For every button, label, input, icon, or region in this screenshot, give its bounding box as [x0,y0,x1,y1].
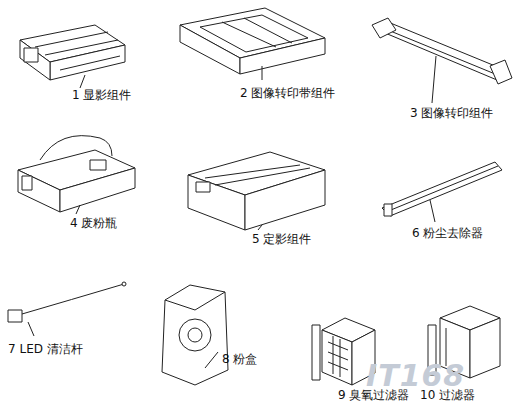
led-cleaning-rod [8,282,126,336]
watermark: IT168 [366,358,465,393]
part-label: 4 废粉瓶 [70,216,117,230]
ozone-filter [312,318,375,385]
part-label: 2 图像转印带组件 [240,86,335,100]
part-label: 8 粉盒 [222,352,257,366]
waste-toner-bottle [18,136,135,214]
part-label: 1 显影组件 [72,88,131,102]
toner-cartridge [162,285,228,385]
part-label: 6 粉尘去除器 [412,226,483,240]
fuser-unit [188,152,325,230]
dust-remover [382,162,502,222]
transfer-belt-unit [180,8,325,80]
part-label: 7 LED 清洁杆 [8,342,83,356]
part-label: 3 图像转印组件 [410,106,493,120]
image-transfer-unit [372,18,512,103]
developer-unit [20,25,125,88]
part-label: 5 定影组件 [252,232,311,246]
